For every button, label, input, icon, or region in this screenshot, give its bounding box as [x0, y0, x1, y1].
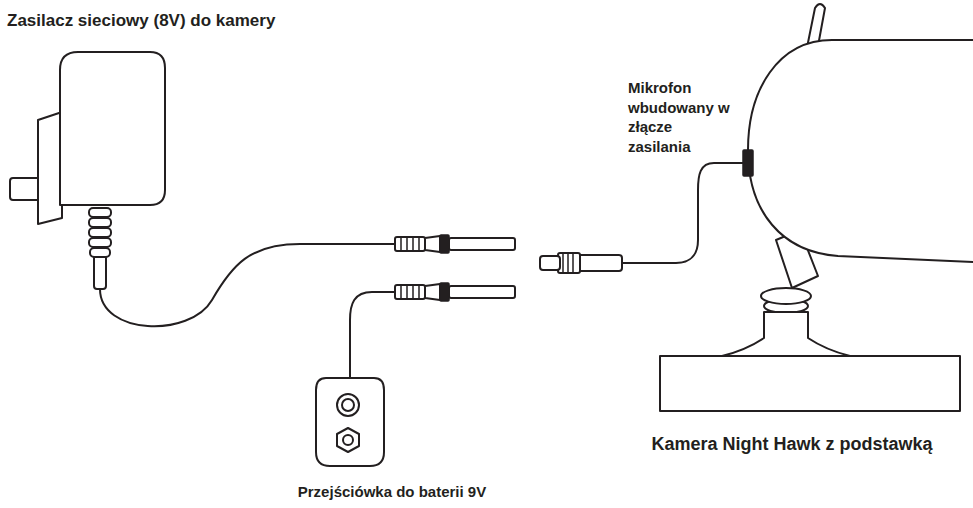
battery-adapter-label: Przejściówka do baterii 9V [298, 483, 486, 501]
plug-ribs [401, 285, 419, 299]
clip-hex [343, 435, 353, 445]
adapter-plate [38, 112, 62, 224]
strain-relief [90, 248, 110, 257]
socket-mouth [540, 256, 560, 270]
camera-label: Kamera Night Hawk z podstawką [651, 434, 932, 456]
clip-snap [337, 394, 359, 416]
camera-body [748, 40, 973, 262]
power-adapter [10, 52, 395, 326]
plug-grip [395, 285, 425, 299]
strain-relief [89, 238, 111, 247]
strain-relief [89, 208, 111, 217]
plug-barrel [449, 286, 515, 298]
plug-neck [425, 236, 440, 252]
socket-body [578, 255, 622, 271]
adapter-label: Zasilacz sieciowy (8V) do kamery [7, 11, 275, 31]
clip-snap [342, 399, 354, 411]
stand-knob [761, 288, 811, 304]
strain-relief [94, 255, 106, 289]
plug-neck [425, 284, 440, 300]
plug-collar [440, 283, 449, 301]
socket-grip [558, 253, 580, 273]
dc-plug [395, 283, 515, 301]
clip-hex [337, 428, 359, 452]
dc-plug [395, 235, 515, 253]
plug-collar [440, 235, 449, 253]
socket-ribs [563, 253, 573, 273]
wall-plate [660, 356, 960, 411]
strain-relief [89, 228, 111, 237]
plug-grip [395, 237, 425, 251]
plug-barrel [449, 238, 515, 250]
battery-cable [350, 292, 395, 378]
battery-clip [316, 378, 384, 466]
plug-prong [10, 178, 40, 200]
strain-relief [89, 218, 111, 227]
camera-cable [622, 163, 744, 263]
camera [540, 4, 973, 411]
stand-neck [722, 312, 850, 356]
microphone-label: Mikrofon wbudowany w złącze zasilania [628, 78, 732, 156]
adapter-body [60, 52, 165, 205]
battery-adapter [316, 283, 515, 466]
plug-ribs [401, 237, 419, 251]
